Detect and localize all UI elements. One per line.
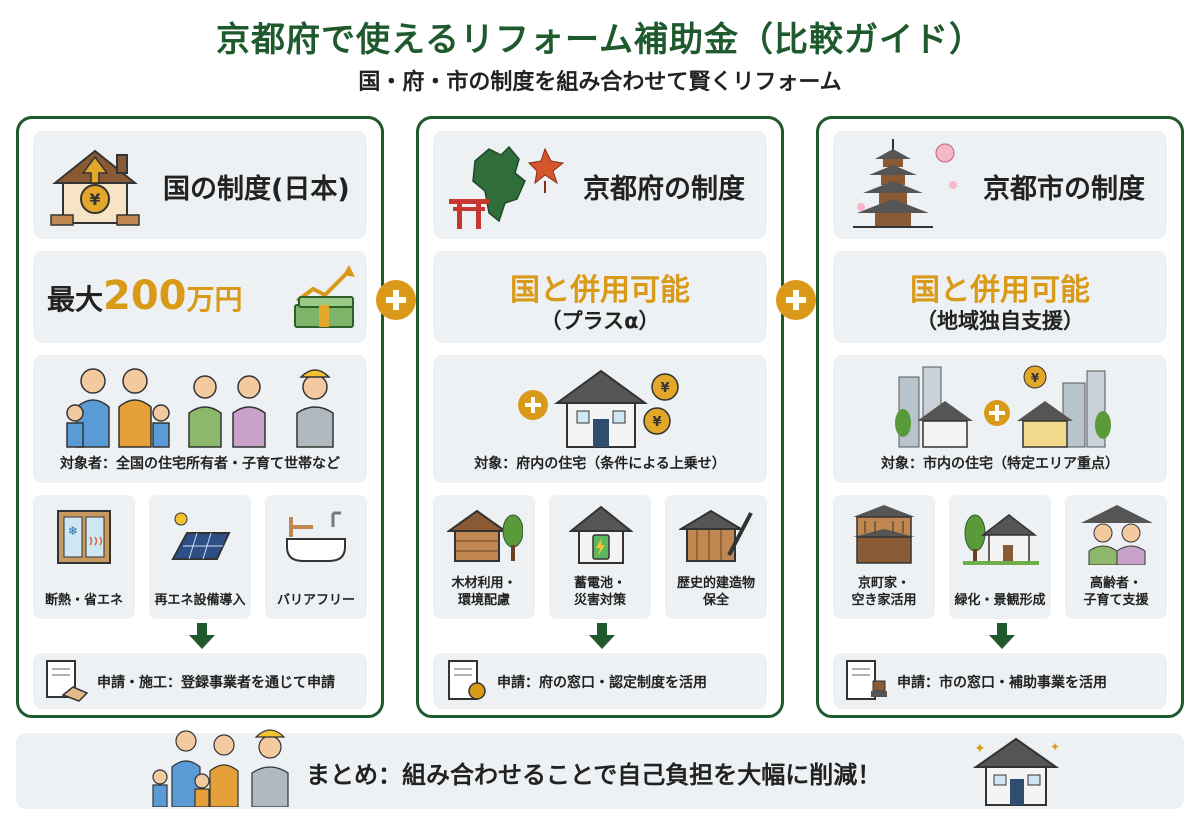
amount-prefix: 最大 xyxy=(47,283,104,316)
city-target-panel: ¥ 対象：市内の住宅（特定エリア重点） xyxy=(833,355,1167,483)
national-header: ¥ 国の制度(日本) xyxy=(33,131,367,239)
card-label: 木材利用・環境配慮 xyxy=(451,576,517,608)
svg-text:¥: ¥ xyxy=(1031,371,1040,385)
prefecture-column: 京都府の制度 国と併用可能 （プラスα） ¥ ¥ 対象：府内の住宅（条件による上… xyxy=(416,116,784,718)
national-apply-panel: 申請・施工：登録事業者を通じて申請 xyxy=(33,653,367,709)
arrow-down-icon xyxy=(589,623,615,649)
solar-panel-icon xyxy=(167,507,233,567)
card-machiya: 京町家・空き家活用 xyxy=(833,495,935,619)
card-label: バリアフリー xyxy=(276,593,355,608)
card-renewable: 再エネ設備導入 xyxy=(149,495,251,619)
card-historic-building: 歴史的建造物保全 xyxy=(665,495,767,619)
elderly-house-icon xyxy=(1077,503,1157,565)
prefecture-target-panel: ¥ ¥ 対象：府内の住宅（条件による上乗せ） xyxy=(433,355,767,483)
prefecture-header: 京都府の制度 xyxy=(433,131,767,239)
card-label: 歴史的建造物保全 xyxy=(676,576,755,608)
page-subtitle: 国・府・市の制度を組み合わせて賢くリフォーム xyxy=(358,70,842,95)
pagoda-icon xyxy=(853,137,963,233)
family-worker-icon xyxy=(146,727,296,807)
svg-text:¥: ¥ xyxy=(652,415,661,430)
house-sparkle-icon: ✦ ✦ xyxy=(966,735,1066,807)
summary-text: まとめ：組み合わせることで自己負担を大幅に削減！ xyxy=(306,761,882,789)
kyoto-map-torii-icon xyxy=(445,141,565,231)
card-battery-disaster: 蓄電池・災害対策 xyxy=(549,495,651,619)
card-label: 緑化・景観形成 xyxy=(954,593,1046,608)
city-combo-note: （地域独自支援） xyxy=(916,309,1084,333)
arrow-down-icon xyxy=(189,623,215,649)
card-barrier-free: バリアフリー xyxy=(265,495,367,619)
arrow-down-icon xyxy=(989,623,1015,649)
card-label: 断熱・省エネ xyxy=(44,593,123,608)
national-target-panel: 対象者：全国の住宅所有者・子育て世帯など xyxy=(33,355,367,483)
family-workers-icon xyxy=(63,363,343,449)
document-handshake-icon xyxy=(43,659,89,703)
machiya-icon xyxy=(851,503,917,565)
summary-banner: まとめ：組み合わせることで自己負担を大幅に削減！ ✦ ✦ xyxy=(16,729,1184,809)
prefecture-target: 対象：府内の住宅（条件による上乗せ） xyxy=(474,456,726,472)
log-house-tree-icon xyxy=(447,505,523,565)
prefecture-combo-panel: 国と併用可能 （プラスα） xyxy=(433,251,767,343)
svg-text:✦: ✦ xyxy=(974,741,986,757)
svg-text:❄: ❄ xyxy=(68,524,78,538)
city-apply: 申請：市の窓口・補助事業を活用 xyxy=(897,675,1107,691)
city-header: 京都市の制度 xyxy=(833,131,1167,239)
card-wood-environment: 木材利用・環境配慮 xyxy=(433,495,535,619)
bathtub-rail-icon xyxy=(283,507,349,567)
city-combo: 国と併用可能 xyxy=(910,273,1090,308)
svg-text:¥: ¥ xyxy=(660,381,669,396)
city-combo-panel: 国と併用可能 （地域独自支援） xyxy=(833,251,1167,343)
prefecture-title: 京都府の制度 xyxy=(583,174,745,205)
card-label: 再エネ設備導入 xyxy=(154,593,246,608)
city-title: 京都市の制度 xyxy=(983,174,1145,205)
card-label: 蓄電池・災害対策 xyxy=(573,576,626,608)
national-target: 対象者：全国の住宅所有者・子育て世帯など xyxy=(60,456,340,472)
certificate-icon xyxy=(443,659,489,703)
city-target: 対象：市内の住宅（特定エリア重点） xyxy=(881,456,1119,472)
card-greening: 緑化・景観形成 xyxy=(949,495,1051,619)
national-amount: 最大200万円 xyxy=(47,273,243,319)
prefecture-apply-panel: 申請：府の窓口・認定制度を活用 xyxy=(433,653,767,709)
house-plus-yen-icon: ¥ ¥ xyxy=(513,363,689,449)
national-column: ¥ 国の制度(日本) 最大200万円 xyxy=(16,116,384,718)
house-yen-icon: ¥ xyxy=(47,143,143,229)
national-apply: 申請・施工：登録事業者を通じて申請 xyxy=(97,675,335,691)
card-elderly-child: 高齢者・子育て支援 xyxy=(1065,495,1167,619)
national-amount-panel: 最大200万円 xyxy=(33,251,367,343)
prefecture-combo: 国と併用可能 xyxy=(510,273,690,308)
national-title: 国の制度(日本) xyxy=(163,174,350,205)
card-label: 高齢者・子育て支援 xyxy=(1083,576,1149,608)
svg-text:✦: ✦ xyxy=(1050,740,1060,754)
city-houses-icon: ¥ xyxy=(893,363,1113,449)
money-growth-icon xyxy=(291,261,359,333)
document-stamp-icon xyxy=(843,659,889,703)
amount-number: 200 xyxy=(103,273,187,319)
card-insulation: ❄ 断熱・省エネ xyxy=(33,495,135,619)
prefecture-apply: 申請：府の窓口・認定制度を活用 xyxy=(497,675,707,691)
house-battery-icon xyxy=(569,503,633,565)
amount-unit: 万円 xyxy=(186,283,243,316)
city-column: 京都市の制度 国と併用可能 （地域独自支援） ¥ xyxy=(816,116,1184,718)
card-label: 京町家・空き家活用 xyxy=(851,576,917,608)
city-apply-panel: 申請：市の窓口・補助事業を活用 xyxy=(833,653,1167,709)
house-trees-icon xyxy=(963,505,1039,565)
machiya-brush-icon xyxy=(679,505,755,565)
window-insulation-icon: ❄ xyxy=(54,507,114,567)
page-title: 京都府で使えるリフォーム補助金（比較ガイド） xyxy=(216,20,984,60)
prefecture-combo-note: （プラスα） xyxy=(540,309,660,333)
svg-text:¥: ¥ xyxy=(89,190,100,209)
